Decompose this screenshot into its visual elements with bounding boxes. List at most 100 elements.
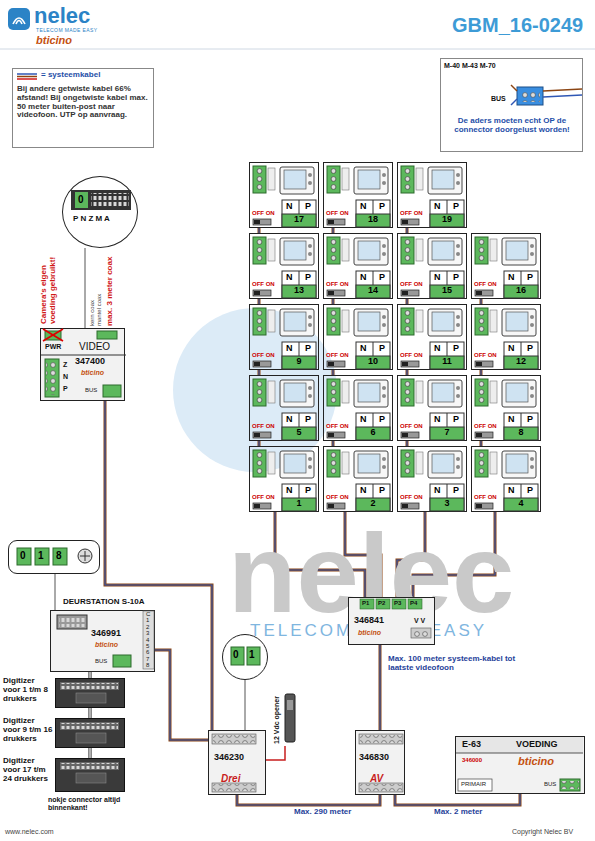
header-rule [0, 49, 595, 50]
node-text: 15 [430, 286, 464, 296]
node-text: N [360, 486, 367, 496]
node-text: OFF ON [474, 494, 497, 501]
node-text: OFF ON [252, 423, 275, 430]
node-text: 11 [430, 357, 464, 367]
legend-text: = systeemkabel [41, 71, 100, 80]
cable-core [395, 794, 520, 805]
node-text: 9 [282, 357, 316, 367]
connector-path [90, 748, 91, 758]
node-text: 7 [430, 428, 464, 438]
node-text: 1 [249, 649, 255, 660]
videophone: OFF ONNP5 [249, 375, 319, 441]
node-text: OFF ON [252, 210, 275, 217]
node-text: N [434, 486, 441, 496]
device-drawing [250, 234, 320, 300]
node-text: 8 [56, 550, 62, 561]
node-text: PRIMAIR [461, 781, 486, 788]
brand-text: bticino [36, 34, 72, 46]
cable-length-label: Max. 290 meter [292, 808, 353, 817]
node-text: 7 [146, 656, 149, 663]
power-supply: E-63VOEDING346000bticinoPRIMAIRBUS [455, 736, 585, 794]
node-text: P [305, 486, 311, 496]
device-drawing [56, 759, 126, 793]
node-text: OFF ON [252, 494, 275, 501]
ribbon-body [88, 748, 92, 758]
node-text: Z [63, 361, 67, 369]
device-drawing [324, 305, 394, 371]
videophone: OFF ONNP1 [249, 446, 319, 512]
note-box: M-40 M-43 M-70BUSDe aders moeten echt OP… [440, 58, 583, 152]
node-text: 3 [430, 499, 464, 509]
node-text: 5 [146, 643, 149, 650]
node-text: N [434, 273, 441, 283]
node-text: P [527, 486, 533, 496]
videophone: OFF ONNP11 [397, 304, 467, 370]
logo-icon [8, 8, 30, 30]
node-text: Drei [221, 773, 240, 784]
node-text: OFF ON [400, 494, 423, 501]
cable-length-label: Max. 2 meter [432, 808, 484, 817]
node-text: P [527, 273, 533, 283]
interface-module: 346830AV [355, 730, 405, 795]
zoom-callout: 01 [222, 634, 268, 680]
device-drawing [472, 447, 542, 513]
node-text: 1 [282, 499, 316, 509]
videophone: OFF ONNP8 [471, 375, 541, 441]
device-drawing [250, 163, 320, 229]
node-text: OFF ON [252, 281, 275, 288]
node-text: Digitizer voor 1 t/m 8 drukkers [3, 677, 53, 703]
cable-note: max. 3 meter coax [106, 257, 115, 326]
device-drawing [324, 447, 394, 513]
leader-line [85, 248, 86, 328]
device-drawing [356, 731, 406, 796]
node-text: P [379, 486, 385, 496]
connector-path [85, 248, 86, 328]
node-text: P [305, 273, 311, 283]
mounting-note: nokje connector altijd binnenkant! [48, 796, 128, 811]
node-text: P [379, 202, 385, 212]
leader-line [55, 574, 56, 610]
node-text: 10 [356, 357, 390, 367]
device-drawing [324, 163, 394, 229]
legend-entry: = systeemkabel [16, 71, 152, 81]
ribbon-body [88, 708, 92, 718]
node-text: P [305, 415, 311, 425]
node-text: 346991 [91, 629, 121, 639]
node-text: P [453, 344, 459, 354]
node-text: N [286, 202, 293, 212]
node-text: 0 [20, 550, 26, 561]
node-text: BUS [544, 781, 556, 788]
node-text: P [453, 202, 459, 212]
videophone: OFF ONNP12 [471, 304, 541, 370]
node-text: DEURSTATION S-10A [63, 598, 145, 607]
logo-tagline: TELECOM MADE EASY [36, 28, 98, 34]
node-text: P1 [362, 600, 369, 607]
device-drawing [209, 731, 267, 796]
device-drawing [398, 305, 468, 371]
cable-note: Max. 100 meter systeem-kabel tot laatste… [388, 655, 538, 673]
node-text: AV [370, 773, 383, 784]
device-drawing [324, 376, 394, 442]
node-text: 2 [356, 499, 390, 509]
node-text: P [527, 344, 533, 354]
device-drawing [472, 234, 542, 300]
watermark-disc [173, 308, 337, 472]
camera-module: PWRVIDEO347400bticinoZNPBUS [40, 328, 125, 401]
videophone: OFF ONNP3 [397, 446, 467, 512]
node-text: P [453, 415, 459, 425]
node-text: Digitizer voor 9 t/m 16 drukkers [3, 717, 53, 743]
node-text: 346841 [354, 616, 384, 626]
cable-core [155, 650, 208, 740]
node-text: N [508, 486, 515, 496]
node-text: OFF ON [326, 494, 349, 501]
node-text: OFF ON [474, 352, 497, 359]
drawing-title: GBM_16-0249 [452, 14, 583, 36]
node-text: OFF ON [326, 210, 349, 217]
logo-text: nelec [34, 5, 90, 27]
node-text: 6 [356, 428, 390, 438]
device-drawing [56, 679, 126, 709]
node-text: 12 [504, 357, 538, 367]
node-text: M-40 M-43 M-70 [444, 62, 496, 70]
device-drawing [398, 447, 468, 513]
node-text: 16 [504, 286, 538, 296]
